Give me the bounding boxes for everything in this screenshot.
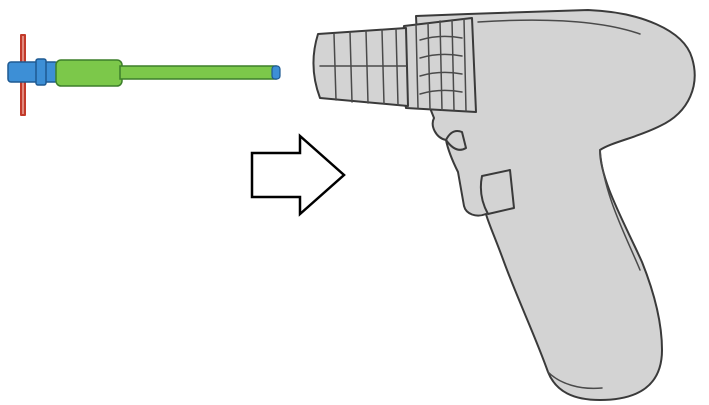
shaft — [119, 65, 277, 80]
cordless-drill-icon — [312, 9, 696, 401]
mandrel-bit-icon — [7, 34, 281, 116]
trigger — [479, 169, 515, 215]
hub-nut — [7, 61, 59, 83]
shaft-sleeve — [55, 59, 123, 87]
chuck-nose — [312, 27, 409, 107]
insert-arrow-icon — [250, 133, 346, 217]
drill-body — [415, 9, 696, 401]
shaft-tip — [271, 65, 281, 80]
